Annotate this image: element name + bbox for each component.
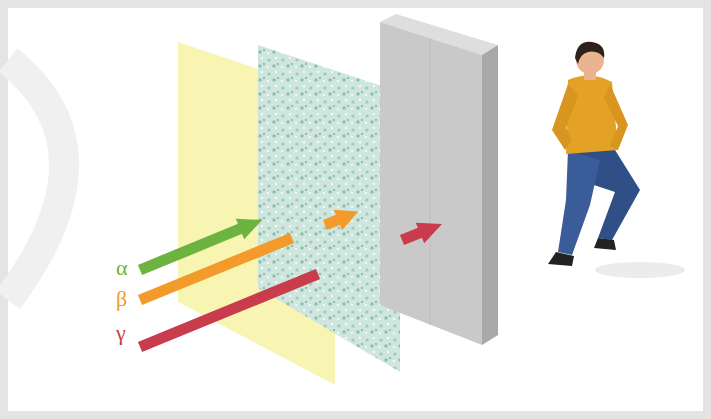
seated-person [548, 42, 685, 278]
beta-label: β [116, 288, 127, 310]
gamma-label: γ [116, 322, 126, 344]
background-curve [8, 60, 64, 300]
concrete-block [380, 22, 482, 345]
gamma-arrow [402, 232, 422, 240]
alpha-arrow-head [236, 219, 262, 239]
gamma-arrow-head [416, 223, 442, 243]
beta-arrow [325, 219, 340, 225]
alpha-label: α [116, 257, 128, 279]
concrete-side [482, 45, 498, 345]
gamma-arrow [140, 274, 318, 347]
beta-arrow-head [334, 210, 359, 230]
concrete-seam [430, 38, 431, 325]
aluminium-sheet [258, 45, 400, 372]
